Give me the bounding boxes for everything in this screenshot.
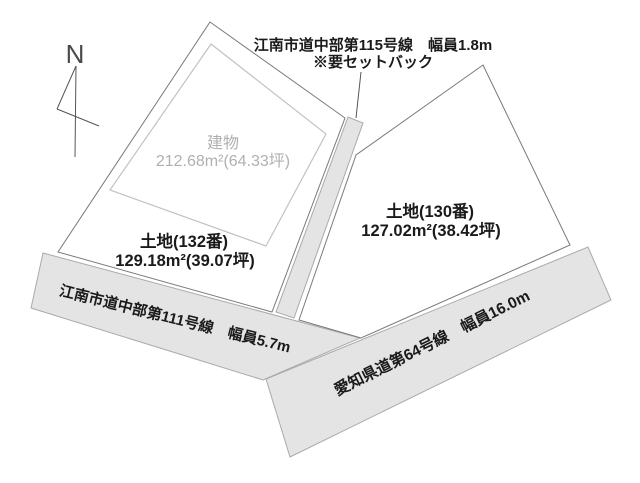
building-outline-shape [109,43,327,247]
setback-leader-line [355,71,362,119]
building-area-label: 212.68m²(64.33坪) [156,152,290,170]
parcel-130-shape [298,64,571,339]
setback-road-strip-shape [275,116,364,319]
parcel-130-name-label: 土地(130番) [386,201,474,221]
top-road-note-line2: ※要セットバック [313,54,433,71]
north-arrow-cross-edge [56,108,100,127]
road-111-shape [30,252,362,381]
parcel-130-area-label: 127.02m²(38.42坪) [361,221,500,240]
north-arrow-left-edge [56,65,77,110]
parcel-132-name-label: 土地(132番) [140,231,228,251]
north-arrow-shaft [74,65,77,158]
north-arrow-label: N [66,39,85,69]
building-name-label: 建物 [207,134,239,152]
top-road-note-line1: 江南市道中部第115号線 幅員1.8m [254,36,492,54]
parcel-132-label: 土地(132番) 129.18m²(39.07坪) [115,231,254,270]
top-road-note: 江南市道中部第115号線 幅員1.8m ※要セットバック [254,36,492,71]
building-label: 建物 212.68m²(64.33坪) [156,134,290,170]
north-arrow: N [56,39,100,158]
parcel-130-label: 土地(130番) 127.02m²(38.42坪) [361,201,500,240]
parcel-132-area-label: 129.18m²(39.07坪) [115,251,254,270]
road-64-shape [265,246,612,458]
